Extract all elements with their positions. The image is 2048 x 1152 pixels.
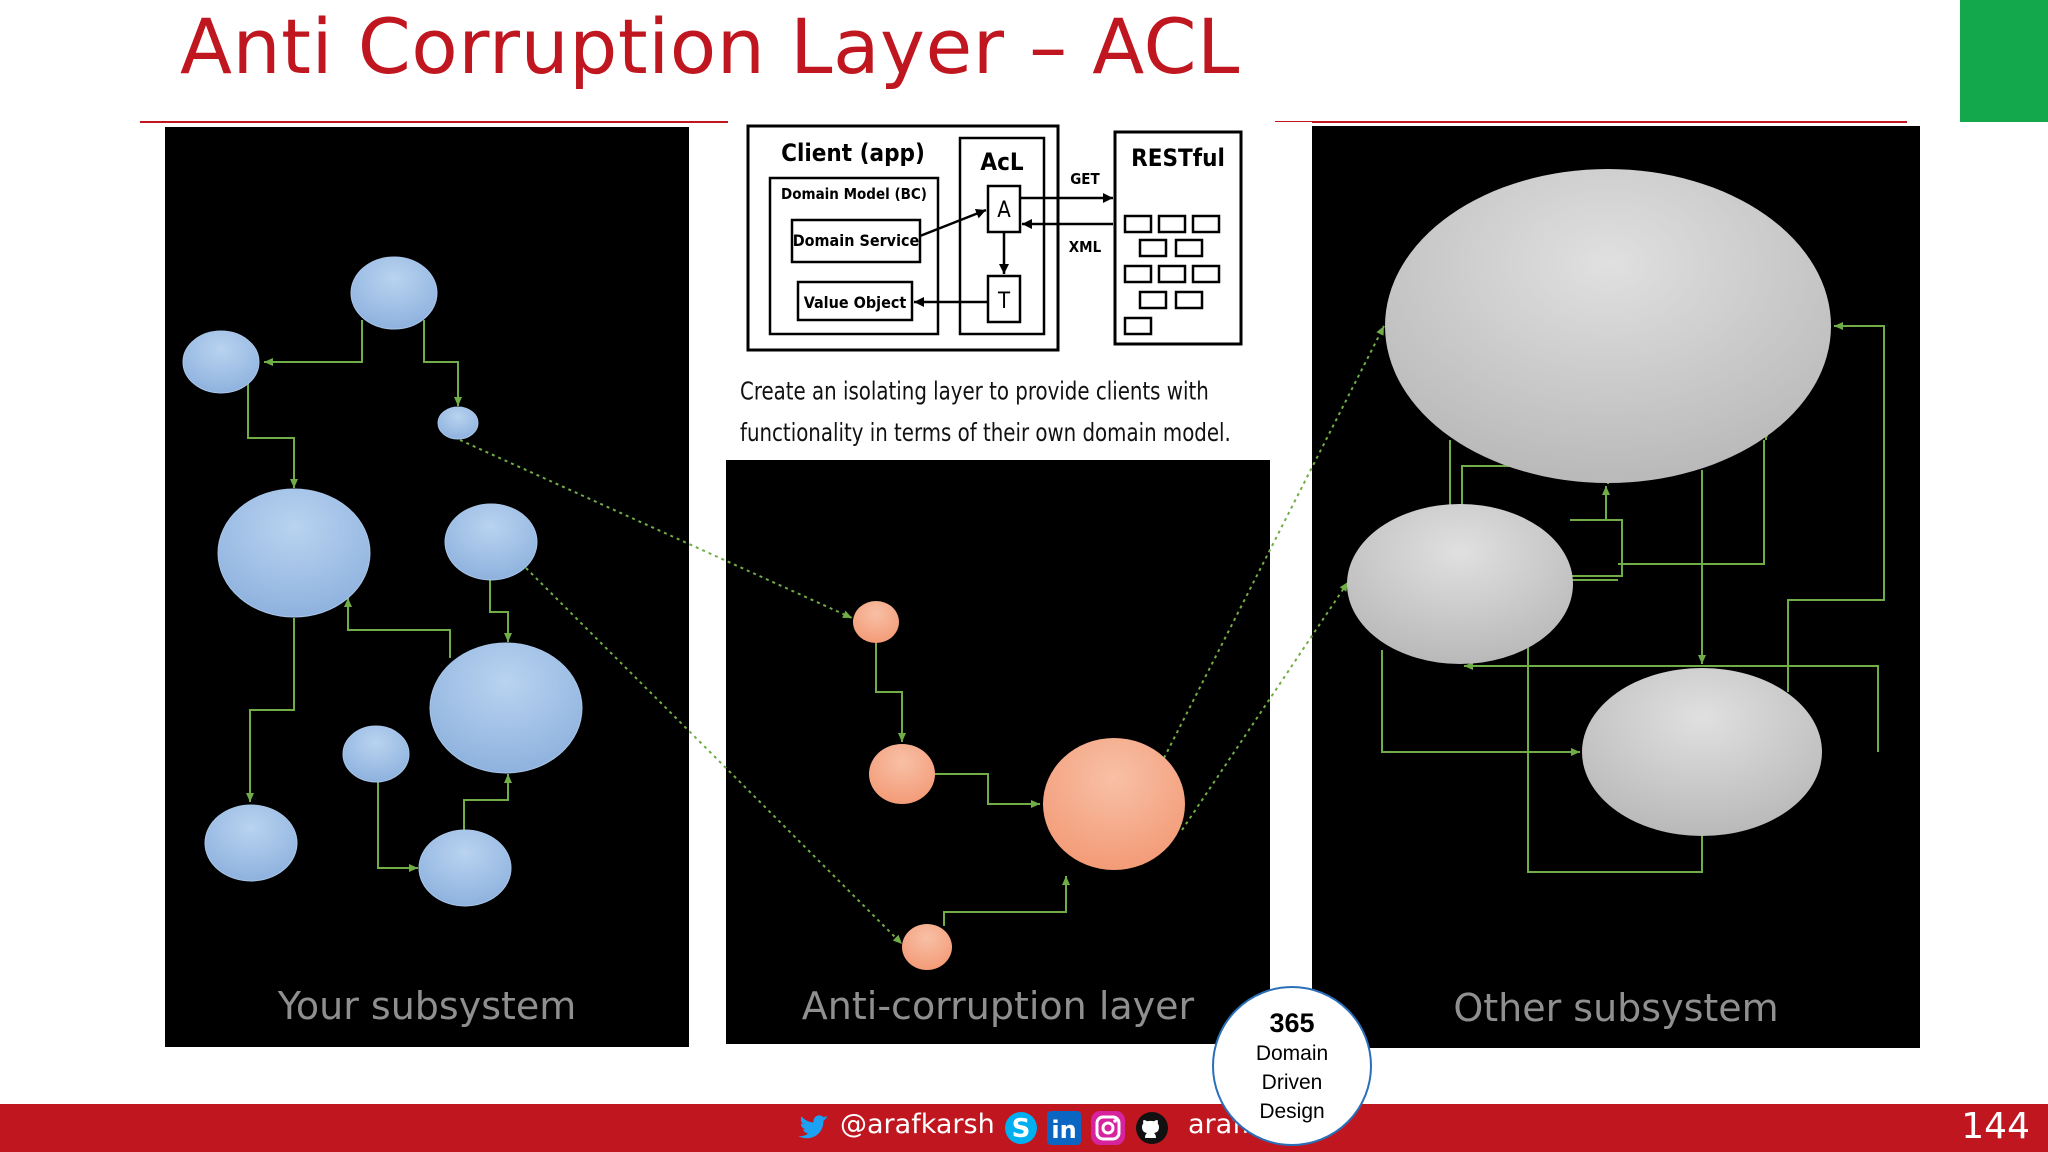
- acl-panel: [726, 460, 1270, 1044]
- xml-label: XML: [1069, 238, 1102, 256]
- svg-text:in: in: [1051, 1116, 1076, 1144]
- orange-node: [902, 924, 952, 970]
- your-subsystem-nodes: [182, 256, 583, 907]
- blue-node: [182, 330, 260, 394]
- value-object-box: [796, 280, 914, 322]
- ddd-365-badge: 365 Domain Driven Design: [1212, 986, 1372, 1146]
- restful-label: RESTful: [1131, 144, 1225, 172]
- blue-node: [217, 488, 371, 618]
- your-subsystem-edges: [246, 320, 512, 872]
- badge-line-design: Design: [1259, 1100, 1325, 1123]
- acl-label: AcL: [980, 148, 1024, 176]
- translator-box: [986, 274, 1022, 324]
- restful-box: [1113, 130, 1243, 346]
- value-object-label: Value Object: [804, 293, 907, 312]
- other-subsystem-label: Other subsystem: [1453, 986, 1779, 1030]
- gray-node: [1582, 668, 1822, 836]
- blue-node: [350, 256, 438, 330]
- blue-node: [418, 829, 512, 907]
- domain-model-box: [768, 176, 940, 336]
- badge-line-driven: Driven: [1261, 1071, 1323, 1094]
- other-subsystem-nodes: [1347, 169, 1831, 836]
- blue-node: [204, 804, 298, 882]
- blue-node: [429, 642, 583, 774]
- client-box: [746, 124, 1060, 352]
- gray-node: [1385, 169, 1831, 483]
- client-label: Client (app): [781, 139, 925, 167]
- your-subsystem-label: Your subsystem: [277, 984, 577, 1028]
- slide-title: Anti Corruption Layer – ACL: [180, 2, 1240, 91]
- inset-diagram: [746, 124, 1243, 352]
- instagram-icon[interactable]: [1090, 1110, 1126, 1146]
- restful-resources: [1123, 214, 1221, 336]
- orange-node: [853, 601, 899, 643]
- domain-model-label: Domain Model (BC): [781, 185, 927, 203]
- get-label: GET: [1070, 170, 1100, 188]
- twitter-handle[interactable]: @arafkarsh: [840, 1109, 995, 1140]
- acl-caption: Create an isolating layer to provide cli…: [740, 377, 1231, 448]
- linkedin-icon[interactable]: in: [1046, 1110, 1082, 1146]
- acl-nodes: [853, 601, 1185, 970]
- translator-label: T: [997, 289, 1011, 314]
- service-to-adapter-arrow: [919, 208, 987, 238]
- orange-node: [1043, 738, 1185, 870]
- gray-node: [1347, 504, 1573, 664]
- accent-tab: [1960, 0, 2048, 122]
- badge-line-domain: Domain: [1255, 1042, 1329, 1065]
- title-rule-right: [1275, 121, 1907, 123]
- page-number: 144: [1961, 1106, 2030, 1147]
- acl-edges: [875, 640, 1070, 926]
- svg-text:S: S: [1012, 1114, 1031, 1144]
- acl-box: [958, 136, 1046, 336]
- domain-service-box: [790, 218, 922, 264]
- inset-labels: Client (app) Domain Model (BC) Domain Se…: [781, 139, 1225, 314]
- blue-node: [444, 503, 538, 581]
- github-icon[interactable]: [1134, 1110, 1170, 1146]
- acl-panel-label: Anti-corruption layer: [801, 984, 1195, 1028]
- orange-node: [869, 744, 935, 804]
- other-subsystem-edges: [1381, 322, 1885, 873]
- adapter-label: A: [997, 198, 1011, 223]
- blue-node: [437, 406, 479, 440]
- skype-icon[interactable]: S: [1003, 1110, 1039, 1146]
- title-rule-left: [140, 121, 728, 123]
- cross-panel-edges: [459, 325, 1385, 945]
- domain-service-label: Domain Service: [793, 231, 920, 250]
- twitter-icon[interactable]: [795, 1110, 831, 1146]
- badge-number: 365: [1269, 1008, 1315, 1038]
- blue-node: [342, 725, 410, 783]
